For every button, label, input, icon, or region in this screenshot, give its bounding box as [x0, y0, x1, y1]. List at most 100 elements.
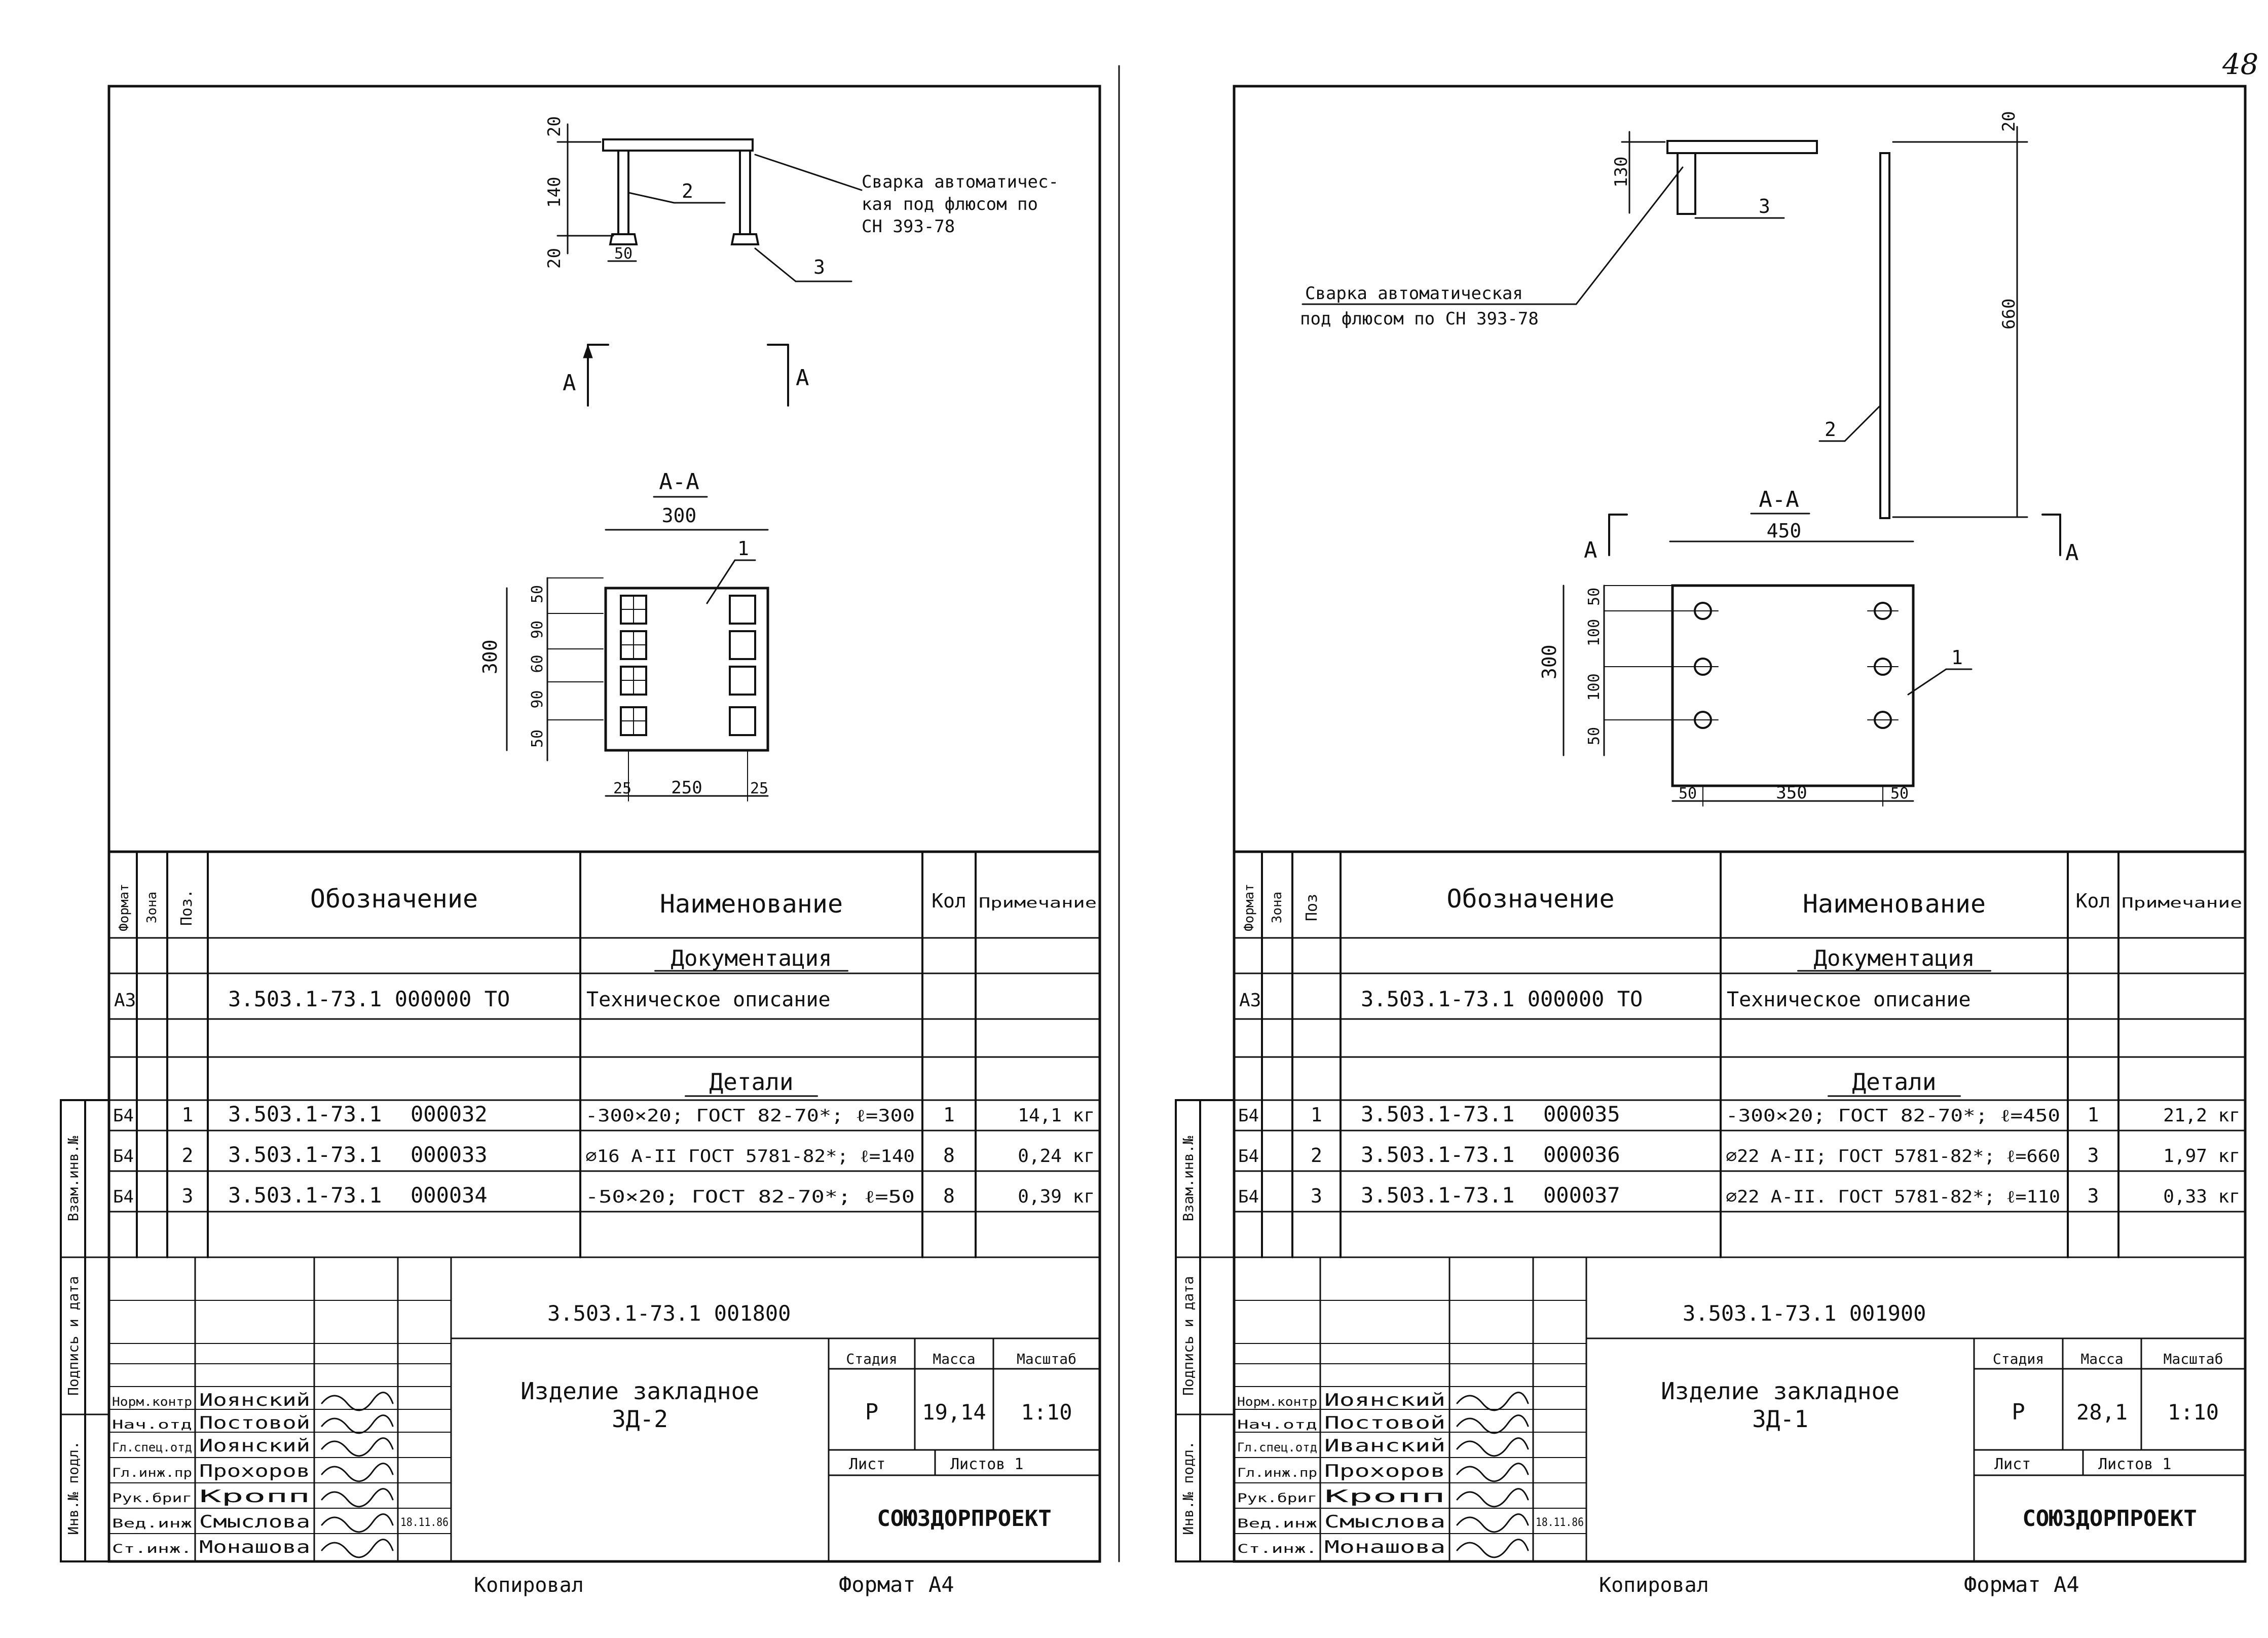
- header-note: Примечание: [2122, 894, 2242, 911]
- signature: [1456, 1414, 1529, 1434]
- header-name: Наименование: [660, 889, 843, 919]
- row-qty: 1: [2088, 1104, 2099, 1126]
- tb-role: Гл.спец.отд: [112, 1440, 192, 1454]
- signature: [1456, 1437, 1529, 1457]
- side-label: Инв.№ подл.: [65, 1441, 82, 1535]
- header-pos: Поз.: [178, 889, 196, 926]
- tb-role: Гл.спец.отд: [1237, 1440, 1317, 1454]
- section-title: А-А: [1759, 487, 1799, 513]
- tb-role: Вед.инж: [1237, 1516, 1317, 1531]
- pos-label: 3: [813, 256, 825, 278]
- tb-role: Рук.бриг: [1237, 1491, 1317, 1505]
- footer-format: Формат А4: [839, 1572, 954, 1597]
- plate-elevation: [602, 138, 754, 152]
- row-note: 0,33 кг: [2163, 1186, 2240, 1207]
- dim-text: 20: [1999, 111, 2019, 132]
- dim-text: 100: [1585, 673, 1603, 701]
- tb-mass-label: Масса: [933, 1351, 975, 1367]
- row-name: -300×20; ГОСТ 82-70*; ℓ=300: [585, 1106, 915, 1126]
- row-code: 000037: [1543, 1183, 1620, 1208]
- dim-text: 660: [1999, 299, 2019, 330]
- dim-text: 300: [479, 639, 501, 674]
- dim-text: 25: [750, 780, 768, 797]
- row-qty: 3: [2088, 1144, 2099, 1167]
- row-pos: 1: [182, 1104, 194, 1126]
- tb-scale: 1:10: [1021, 1400, 1072, 1425]
- tb-name: Иоянский: [1324, 1390, 1445, 1410]
- signature: [1456, 1463, 1529, 1482]
- signature: [321, 1414, 394, 1434]
- header-pos: Поз: [1303, 894, 1321, 921]
- row-format: Б4: [1238, 1187, 1259, 1207]
- section-parts: Детали: [1852, 1068, 1936, 1096]
- signature: [1456, 1488, 1529, 1508]
- tb-role: Вед.инж: [112, 1516, 192, 1531]
- tb-date: 18.11.86: [1536, 1516, 1584, 1529]
- side-label: Взам.инв.№: [65, 1136, 82, 1222]
- tb-mass: 28,1: [2076, 1400, 2128, 1425]
- row-pos: 2: [182, 1144, 194, 1167]
- tb-name: Кропп: [1324, 1486, 1445, 1507]
- signature: [321, 1488, 394, 1508]
- tb-org: СОЮЗДОРПРОЕКТ: [877, 1506, 1051, 1532]
- dim-text: 50: [614, 245, 633, 263]
- page-number: 48: [2222, 48, 2259, 81]
- side-strip-frame: [84, 1099, 110, 1562]
- tb-scale-label: Масштаб: [1017, 1351, 1076, 1367]
- tb-name: Прохоров: [199, 1461, 310, 1481]
- tb-role: Рук.бриг: [112, 1491, 192, 1505]
- signature: [321, 1392, 394, 1411]
- leader: [706, 559, 736, 604]
- side-label: Инв.№ подл.: [1180, 1441, 1197, 1535]
- tb-role: Нач.отд: [1237, 1417, 1317, 1432]
- tb-name: Монашова: [199, 1537, 310, 1557]
- leader: [1575, 166, 1684, 305]
- row-designation: 3.503.1-73.1: [228, 1142, 382, 1167]
- tb-role: Норм.контр: [1237, 1395, 1317, 1409]
- pad-left: [609, 233, 638, 245]
- section-docs: Документация: [1814, 945, 1975, 971]
- weld-note: Сварка автоматическая: [1305, 283, 1523, 304]
- header-format: Формат: [1242, 884, 1257, 931]
- tb-stage: Р: [865, 1399, 879, 1425]
- row-code: 000034: [411, 1183, 488, 1208]
- tb-doc-code: 3.503.1-73.1 001900: [1683, 1301, 1926, 1326]
- tb-scale-label: Масштаб: [2163, 1351, 2223, 1367]
- dim-text: 50: [1679, 785, 1697, 803]
- tb-stage-label: Стадия: [846, 1351, 897, 1367]
- dim-text: 90: [529, 690, 546, 708]
- header-qty: Кол: [2076, 890, 2111, 912]
- row-code: 000033: [411, 1142, 488, 1167]
- tb-role: Ст.инж.: [1237, 1542, 1317, 1556]
- header-format: Формат: [117, 884, 132, 931]
- tb-product: Изделие закладное: [520, 1377, 759, 1405]
- signature: [321, 1513, 394, 1533]
- tb-product: Изделие закладное: [1661, 1377, 1900, 1405]
- tb-org: СОЮЗДОРПРОЕКТ: [2022, 1506, 2197, 1532]
- row-qty: 8: [943, 1144, 955, 1167]
- side-label: Подпись и дата: [1180, 1276, 1197, 1396]
- doc-designation: 3.503.1-73.1 000000 ТО: [228, 987, 510, 1011]
- header-zone: Зона: [1270, 892, 1285, 924]
- long-bar: [1879, 152, 1890, 519]
- tb-date: 18.11.86: [400, 1516, 449, 1529]
- pos-label: 1: [1951, 646, 1963, 669]
- header-zone: Зона: [144, 892, 160, 924]
- side-label: Подпись и дата: [65, 1276, 82, 1396]
- leader: [754, 154, 863, 191]
- dim-text: 130: [1611, 157, 1631, 188]
- tb-name: Смыслова: [199, 1512, 310, 1532]
- pos-label: 2: [682, 180, 693, 202]
- tb-sheet-label: Лист: [1994, 1455, 2031, 1473]
- dim-text: 250: [671, 778, 702, 798]
- dim-text: 50: [1585, 727, 1603, 745]
- doc-format: А3: [1239, 990, 1261, 1011]
- tb-role: Ст.инж.: [112, 1542, 192, 1556]
- signature: [1456, 1513, 1529, 1533]
- dim-text: 300: [1538, 644, 1560, 679]
